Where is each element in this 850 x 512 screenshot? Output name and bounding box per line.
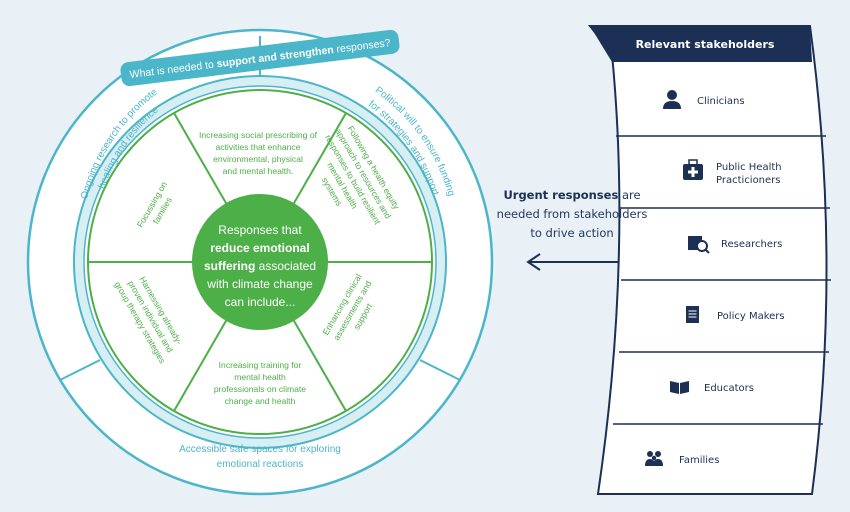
center-line-3-bold: suffering bbox=[204, 259, 255, 273]
first-aid-kit-icon bbox=[683, 159, 703, 180]
stakeholder-panel bbox=[587, 25, 828, 495]
segment-text-line: activities that enhance bbox=[215, 142, 300, 152]
stakeholder-public-health-line2: Practicioners bbox=[716, 175, 781, 186]
urgent-line-2: needed from stakeholders bbox=[496, 207, 648, 221]
stakeholder-policy-makers: Policy Makers bbox=[717, 311, 785, 322]
segment-text-line: environmental, physical bbox=[213, 154, 303, 164]
outer-divider-right bbox=[419, 359, 461, 381]
center-line-3: suffering associated bbox=[204, 259, 316, 273]
policy-document-icon bbox=[686, 306, 699, 323]
stakeholder-public-health-line1: Public Health bbox=[716, 162, 782, 173]
stakeholder-families: Families bbox=[679, 455, 720, 466]
outer-divider-left bbox=[59, 359, 101, 381]
stakeholder-clinicians: Clinicians bbox=[697, 96, 745, 107]
segment-training: Increasing training for mental health pr… bbox=[214, 360, 306, 406]
segment-text-line: Increasing social prescribing of bbox=[199, 130, 318, 140]
segment-text-line: change and health bbox=[225, 396, 296, 406]
urgent-line-3: to drive action bbox=[530, 226, 614, 240]
center-line-2: reduce emotional bbox=[210, 241, 309, 255]
urgent-responses-text: Urgent responses are needed from stakeho… bbox=[492, 186, 652, 243]
urgent-line-1: Urgent responses are bbox=[492, 186, 652, 205]
header-banner-bg bbox=[120, 29, 400, 87]
outer-bottom-line-2: emotional reactions bbox=[217, 459, 304, 470]
stakeholder-header-bg bbox=[590, 26, 812, 62]
segment-text-line: mental health bbox=[234, 372, 286, 382]
arrow-head bbox=[526, 253, 541, 271]
segment-social-prescribing: Increasing social prescribing of activit… bbox=[199, 130, 318, 176]
center-line-1: Responses that bbox=[218, 223, 302, 237]
center-line-3-rest: associated bbox=[255, 259, 316, 273]
family-icon bbox=[645, 451, 663, 466]
stakeholder-educators: Educators bbox=[704, 383, 754, 394]
book-icon bbox=[670, 381, 689, 394]
header-banner: What is needed to support and strengthen… bbox=[120, 29, 400, 87]
doctor-icon bbox=[663, 90, 681, 109]
center-line-5: can include... bbox=[225, 295, 296, 309]
urgent-line1-rest: are bbox=[618, 188, 641, 202]
stakeholder-researchers: Researchers bbox=[721, 239, 783, 250]
center-line-4: with climate change bbox=[206, 277, 313, 291]
center-circle bbox=[192, 194, 328, 330]
segment-text-line: and mental health. bbox=[223, 166, 294, 176]
segment-text-line: Increasing training for bbox=[219, 360, 302, 370]
stakeholder-public-health: Public Health Practicioners bbox=[716, 161, 782, 187]
urgent-bold: Urgent responses bbox=[503, 188, 619, 202]
magnifier-document-icon bbox=[688, 236, 710, 254]
stakeholders-title: Relevant stakeholders bbox=[635, 38, 775, 51]
outer-bottom-line-1: Accessible safe spaces for exploring bbox=[179, 444, 341, 455]
segment-text-line: professionals on climate bbox=[214, 384, 306, 394]
